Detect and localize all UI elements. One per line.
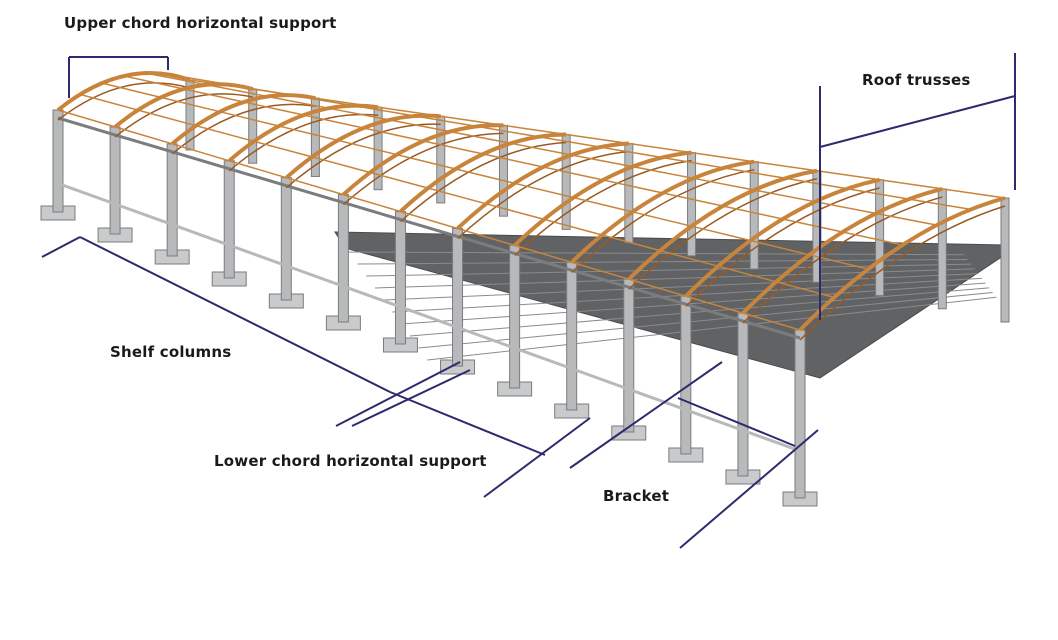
lower-tie-beam xyxy=(342,284,401,309)
lower-tie-beam xyxy=(571,367,630,391)
lower-tie-beam xyxy=(228,243,287,268)
leader-shelf-columns-c xyxy=(389,391,546,456)
roof-truss-lower-chord xyxy=(285,123,441,189)
shelf-column xyxy=(280,177,292,301)
lower-tie-beam xyxy=(399,305,459,329)
eave-beam xyxy=(400,218,458,238)
shelf-column xyxy=(109,126,121,235)
leader-bracket-b xyxy=(677,397,796,447)
roof-truss-lower-chord xyxy=(628,178,818,290)
back-column xyxy=(687,152,697,257)
deck-line xyxy=(374,268,975,289)
back-column xyxy=(937,188,947,310)
tie-beams xyxy=(57,116,801,453)
shelf-column xyxy=(52,109,64,213)
lower-tie-beam xyxy=(514,346,573,371)
eave-beam xyxy=(457,235,516,255)
column-plinths xyxy=(40,205,818,507)
shelf-column xyxy=(566,261,578,411)
lower-tie-beam xyxy=(114,202,173,227)
eave-beam xyxy=(228,167,287,188)
shelf-column xyxy=(794,329,806,499)
shelf-column xyxy=(737,312,749,477)
eave-beam xyxy=(571,268,630,289)
lower-tie-beam xyxy=(57,182,116,206)
back-column xyxy=(875,179,885,297)
shelf-columns-group xyxy=(52,79,1010,499)
shelf-column xyxy=(166,143,178,257)
roof-purlin xyxy=(123,75,903,246)
label-bracket: Bracket xyxy=(603,487,670,505)
roof-purlin xyxy=(145,72,937,226)
leader-shelf-columns-a xyxy=(41,236,81,258)
eave-beam xyxy=(342,201,401,221)
shelf-column xyxy=(337,194,349,323)
roof-purlin xyxy=(101,82,869,270)
roof-truss-lower-chord xyxy=(685,187,880,307)
shelf-column xyxy=(680,295,692,455)
eave-beam xyxy=(628,285,687,306)
eave-beam xyxy=(114,133,173,154)
lower-tie-beam xyxy=(628,387,687,412)
roof-truss-lower-chord xyxy=(514,159,692,256)
leader-lower-chord-c xyxy=(483,417,591,498)
eave-beam xyxy=(514,251,573,272)
lower-tie-beam xyxy=(685,408,744,432)
shelf-column xyxy=(623,278,635,433)
lower-tie-beam xyxy=(742,428,801,453)
lower-tie-beam xyxy=(285,264,344,288)
roof-truss-lower-chord xyxy=(57,82,191,121)
roof-truss-lower-chord xyxy=(742,196,943,324)
deck-line xyxy=(401,282,986,325)
shelf-column xyxy=(394,211,406,345)
shelf-column xyxy=(452,227,464,367)
label-roof-trusses: Roof trusses xyxy=(862,71,971,89)
roof-truss-lower-chord xyxy=(799,205,1006,341)
back-column xyxy=(1000,197,1010,323)
label-shelf-columns: Shelf columns xyxy=(110,343,232,361)
roof-purlin xyxy=(79,93,835,299)
leader-roof-trusses-b xyxy=(819,95,1016,148)
roof-purlin xyxy=(189,79,1006,199)
shelf-column xyxy=(509,244,521,389)
roof-truss-lower-chord xyxy=(171,103,316,155)
back-column xyxy=(749,161,759,270)
eave-beam xyxy=(742,319,801,340)
roof-purlin xyxy=(57,109,801,331)
roof-truss-lower-chord xyxy=(571,168,755,273)
leader-lines xyxy=(41,53,1016,549)
roof-truss-lower-chord xyxy=(114,93,253,138)
lower-tie-beam xyxy=(457,326,516,350)
lower-tie-beam xyxy=(171,223,230,247)
roof-truss-lower-chord xyxy=(457,150,629,240)
label-upper-chord: Upper chord horizontal support xyxy=(64,14,337,32)
roof-truss-lower-chord xyxy=(399,141,567,223)
leader-bracket-a xyxy=(569,361,723,469)
eave-beam xyxy=(57,116,116,137)
leader-shelf-columns-b xyxy=(79,236,391,393)
deck-line xyxy=(409,287,990,337)
shelf-column xyxy=(223,160,235,279)
leader-lower-chord-a xyxy=(335,361,461,427)
roof-trusses-group xyxy=(56,71,1006,341)
roof-truss-lower-chord xyxy=(342,132,504,206)
label-lower-chord: Lower chord horizontal support xyxy=(214,452,487,470)
eave-beam xyxy=(685,302,744,323)
eave-beam xyxy=(285,184,344,205)
eave-beam xyxy=(171,150,230,171)
leader-bracket-c xyxy=(679,429,819,549)
leader-lower-chord-b xyxy=(351,369,471,427)
